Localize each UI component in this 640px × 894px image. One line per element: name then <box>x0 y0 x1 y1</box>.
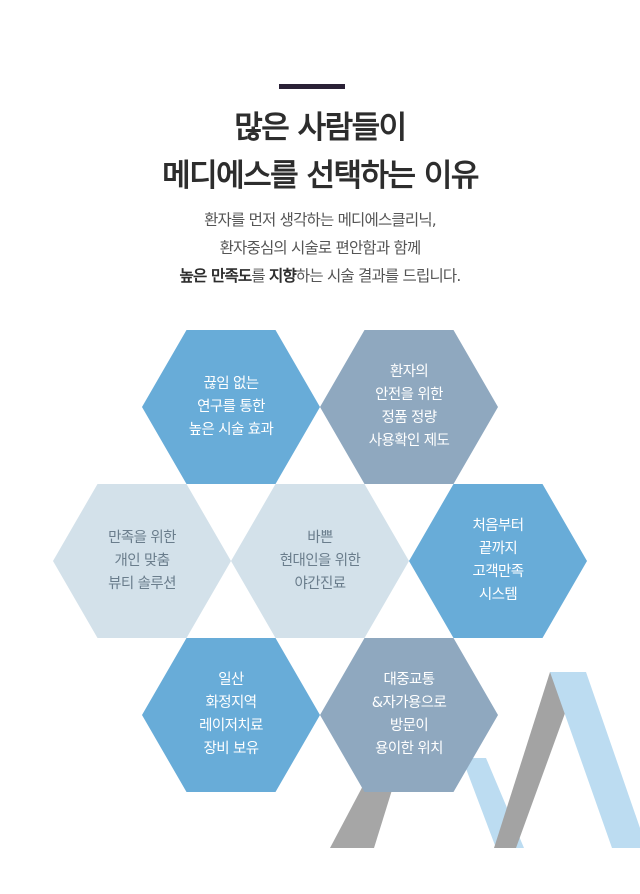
hex-line: 현대인을 위한 <box>279 552 361 569</box>
hex-line: 끝까지 <box>478 541 518 557</box>
title-accent-bar <box>279 84 345 89</box>
hex-line: 사용확인 제도 <box>368 433 450 449</box>
hex-line: 대중교통 <box>383 672 436 688</box>
hex-line: 일산 <box>218 672 244 688</box>
description-line-3: 높은 만족도를 지향하는 시술 결과를 드립니다. <box>0 262 640 290</box>
hex-custom-beauty-solution: 만족을 위한 개인 맞춤 뷰티 솔루션 <box>53 484 231 638</box>
hex-line: 레이저치료 <box>199 718 263 734</box>
hex-line: &자가용으로 <box>371 695 447 711</box>
hex-line: 용이한 위치 <box>375 741 443 757</box>
hex-line: 끊임 없는 <box>203 375 260 392</box>
hex-laser-equipment: 일산 화정지역 레이저치료 장비 보유 <box>142 638 320 792</box>
hex-line: 고객만족 <box>472 564 525 580</box>
hex-line: 개인 맞춤 <box>114 552 171 569</box>
hex-line: 뷰티 솔루션 <box>108 575 176 592</box>
hex-line: 높은 시술 효과 <box>188 421 274 438</box>
description-bold-aim: 지향 <box>269 267 297 285</box>
hex-line: 연구를 통한 <box>197 398 265 415</box>
hex-line: 화정지역 <box>205 695 258 711</box>
hex-line: 환자의 <box>389 364 429 380</box>
page-title-line-1: 많은 사람들이 <box>234 110 407 146</box>
description-connector: 를 <box>251 267 269 285</box>
hex-accessible-location: 대중교통 &자가용으로 방문이 용이한 위치 <box>320 638 498 792</box>
description-line-2: 환자중심의 시술로 편안함과 함께 <box>219 239 422 257</box>
hex-line: 야간진료 <box>294 575 347 592</box>
hex-line: 바쁜 <box>307 529 333 546</box>
description-bold-satisfaction: 높은 만족도 <box>179 267 253 285</box>
hex-line: 안전을 위한 <box>375 387 443 403</box>
hex-line: 방문이 <box>389 718 429 734</box>
page-title-line-2: 메디에스를 선택하는 이유 <box>162 158 479 194</box>
deco-light-blue-stroke-right <box>550 672 640 848</box>
description-ending: 하는 시술 결과를 드립니다. <box>295 267 461 285</box>
hex-line: 정품 정량 <box>381 410 438 426</box>
hex-line: 시스템 <box>478 587 518 603</box>
deco-gray-stroke-middle <box>494 672 580 848</box>
description-line-1: 환자를 먼저 생각하는 메디에스클리닉, <box>204 211 437 229</box>
hex-line: 장비 보유 <box>203 741 260 757</box>
hex-line: 만족을 위한 <box>108 529 176 546</box>
hex-line: 처음부터 <box>472 518 525 534</box>
deco-gray-stroke-left <box>330 780 392 848</box>
